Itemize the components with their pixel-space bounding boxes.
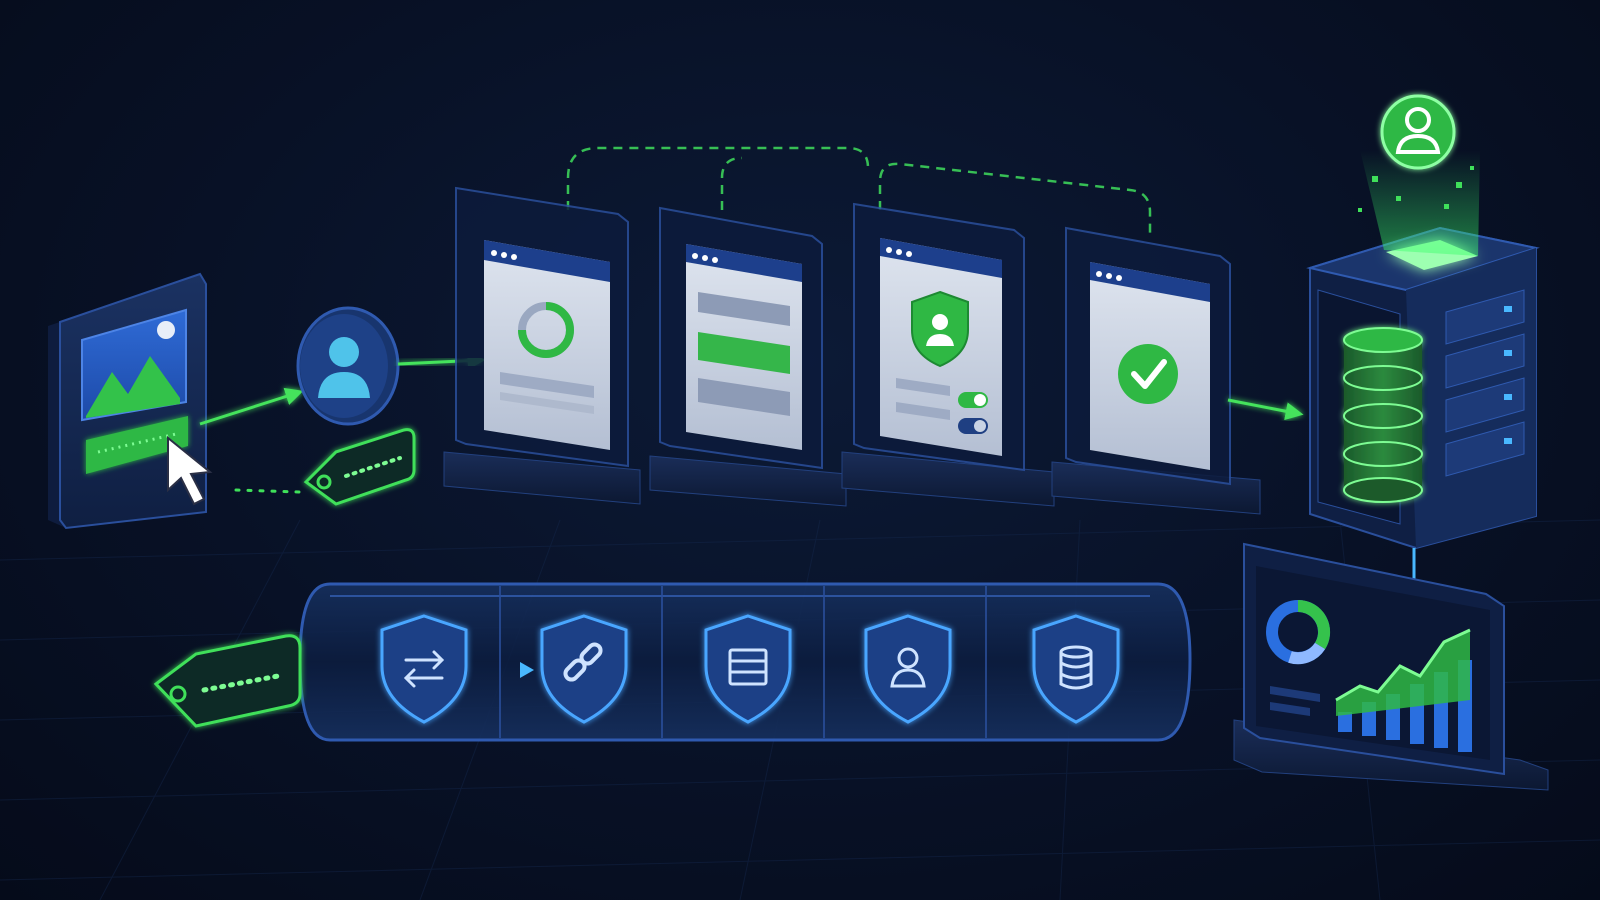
donut-chart: [1266, 599, 1331, 665]
database-icon: [1343, 327, 1423, 503]
dashed-connectors: [566, 146, 1152, 236]
flow-arrow-start-to-user: [199, 387, 304, 426]
user-badge-icon[interactable]: [1380, 94, 1456, 170]
database-icon: [1059, 645, 1093, 690]
step-3-verification-panel[interactable]: [841, 202, 1055, 507]
trend-area: [1336, 630, 1470, 716]
key-tag-icon[interactable]: [153, 634, 302, 728]
beam-particles: [1358, 166, 1474, 212]
toggle-off[interactable]: [958, 418, 988, 434]
pipeline-step-swap[interactable]: [380, 614, 468, 724]
step-2-form-panel[interactable]: [649, 206, 847, 507]
server-tower[interactable]: [1306, 226, 1540, 550]
loading-spinner-icon: [518, 302, 574, 358]
step-1-loading-panel[interactable]: [443, 186, 641, 505]
security-pipeline[interactable]: [298, 582, 1240, 742]
toggle-on[interactable]: [958, 392, 988, 408]
pipeline-arrowheads: [520, 662, 534, 678]
input-bar[interactable]: [86, 416, 188, 474]
shield-user-icon: [911, 290, 969, 368]
pipeline-step-document[interactable]: [704, 614, 792, 724]
form-fields-icon: [698, 292, 790, 416]
browser-window: [1090, 262, 1210, 470]
check-circle-icon: [1118, 344, 1178, 404]
image-icon: [81, 308, 187, 422]
start-card[interactable]: [48, 272, 213, 530]
browser-window: [686, 244, 802, 450]
mouse-pointer-icon: [167, 435, 213, 506]
link-icon: [563, 642, 603, 682]
flow-arrow-step-4-to-server: [1227, 398, 1304, 421]
user-node[interactable]: [296, 306, 400, 426]
pipeline-step-link[interactable]: [540, 614, 628, 724]
key-tag-icon[interactable]: [303, 428, 416, 506]
user-icon: [890, 647, 926, 688]
dotted-link-to-key: [234, 488, 302, 494]
step-4-success-panel[interactable]: [1051, 226, 1261, 515]
swap-arrows-icon: [403, 650, 445, 688]
server-light-beam: [1360, 150, 1480, 256]
user-icon: [318, 337, 370, 398]
browser-window: [880, 238, 1002, 456]
pipeline-step-database[interactable]: [1032, 614, 1120, 724]
pipeline-step-user[interactable]: [864, 614, 952, 724]
server-drive-bays: [1445, 289, 1525, 477]
analytics-dashboard-icon[interactable]: [1233, 542, 1549, 791]
pipeline-segment-dividers: [499, 586, 987, 738]
trend-line: [1335, 628, 1471, 702]
document-list-icon: [728, 648, 768, 686]
browser-window: [484, 240, 610, 450]
server-status-leds: [1504, 306, 1512, 444]
